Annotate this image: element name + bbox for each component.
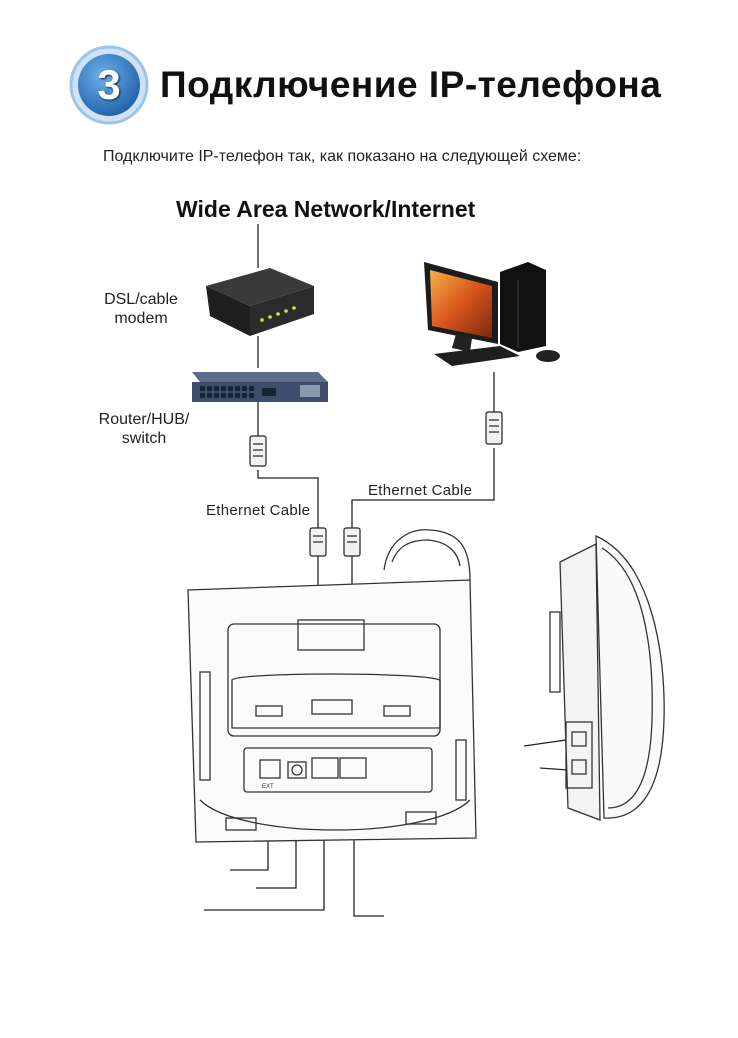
step-number: 3	[97, 61, 120, 109]
ethernet-cable-label-right: Ethernet Cable	[368, 482, 472, 499]
port-ext-label: EXT	[262, 784, 274, 790]
desktop-computer-icon	[424, 262, 560, 366]
page-title: Подключение IP-телефона	[160, 64, 661, 106]
wan-label: Wide Area Network/Internet	[176, 196, 475, 223]
router-label: Router/HUB/ switch	[88, 410, 200, 448]
step-badge: 3	[70, 46, 148, 124]
ethernet-cable-label-left: Ethernet Cable	[206, 502, 310, 519]
network-switch-icon	[192, 372, 328, 402]
ip-phone-side-icon	[550, 536, 664, 820]
page-subtitle: Подключите IP-телефон так, как показано …	[103, 148, 581, 166]
ip-phone-back-icon	[188, 530, 476, 842]
dsl-modem-icon	[206, 268, 314, 336]
modem-label: DSL/cable modem	[88, 290, 194, 328]
